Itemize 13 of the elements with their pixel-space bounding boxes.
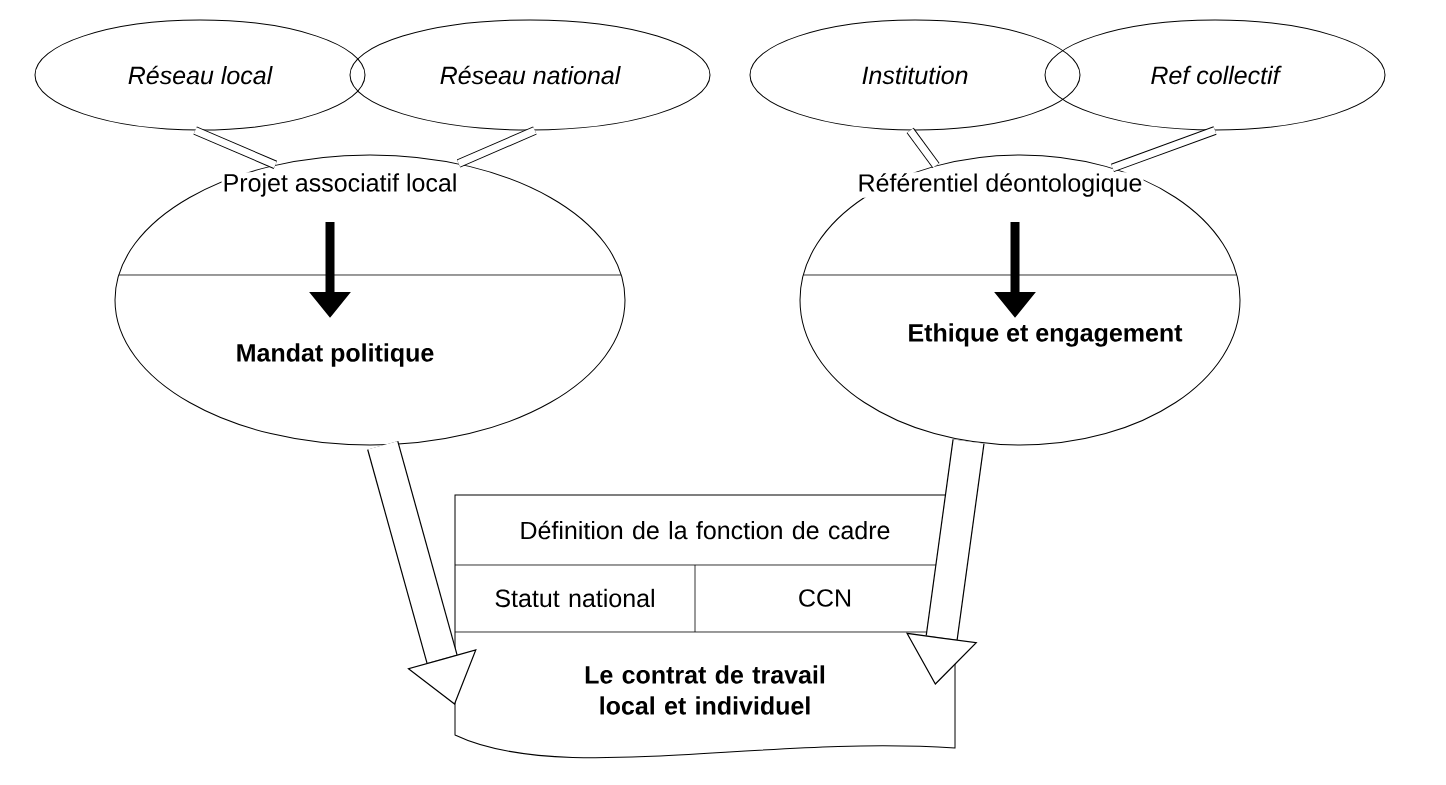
ellipse-text: Mandat politique bbox=[237, 343, 434, 367]
cell-text: Définition de la fonction de cadre bbox=[521, 520, 890, 540]
cell-text: CCN bbox=[799, 589, 851, 607]
ellipse-text: Référentiel déontologique bbox=[856, 172, 1144, 198]
ellipse-text: Projet associatif local bbox=[221, 172, 459, 198]
cell-text: Le contrat de travail local et individuel bbox=[585, 665, 825, 715]
cell-text: Statut national bbox=[495, 588, 654, 608]
double-line bbox=[193, 126, 278, 169]
double-line bbox=[1110, 126, 1217, 173]
ellipse-text: Ethique et engagement bbox=[909, 323, 1183, 347]
double-line bbox=[906, 127, 940, 169]
block-arrow bbox=[367, 441, 477, 705]
double-line bbox=[456, 126, 537, 168]
